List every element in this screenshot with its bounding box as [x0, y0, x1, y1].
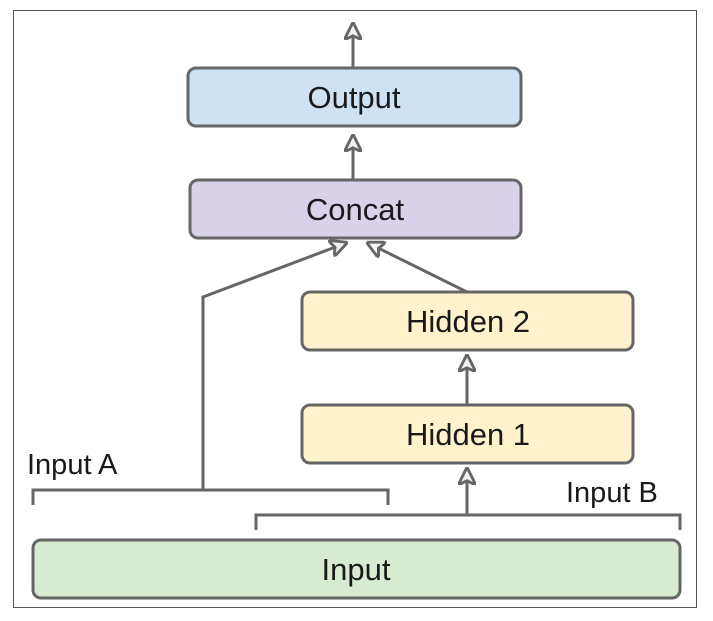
- input-node: Input: [31, 538, 682, 600]
- input-a-bracket: [31, 488, 390, 505]
- concat-label: Concat: [306, 192, 405, 227]
- hidden1-label: Hidden 1: [406, 417, 530, 452]
- hidden2-node: Hidden 2: [300, 290, 635, 352]
- hidden1-node: Hidden 1: [300, 403, 635, 465]
- concat-node: Concat: [188, 178, 523, 240]
- edge-hidden2-to-concat: [368, 243, 468, 294]
- hidden2-box: [300, 290, 635, 352]
- input-b-label: Input B: [566, 477, 658, 509]
- hidden1-box: [300, 403, 635, 465]
- output-box: [186, 66, 523, 128]
- hidden2-label: Hidden 2: [406, 304, 530, 339]
- concat-box: [188, 178, 523, 240]
- edge-input-a-to-concat: [201, 243, 346, 490]
- input-label: Input: [322, 552, 391, 587]
- output-label: Output: [307, 80, 400, 115]
- input-b-bracket: [254, 513, 682, 530]
- output-node: Output: [186, 66, 523, 128]
- input-a-label: Input A: [27, 449, 118, 481]
- input-box: [31, 538, 682, 600]
